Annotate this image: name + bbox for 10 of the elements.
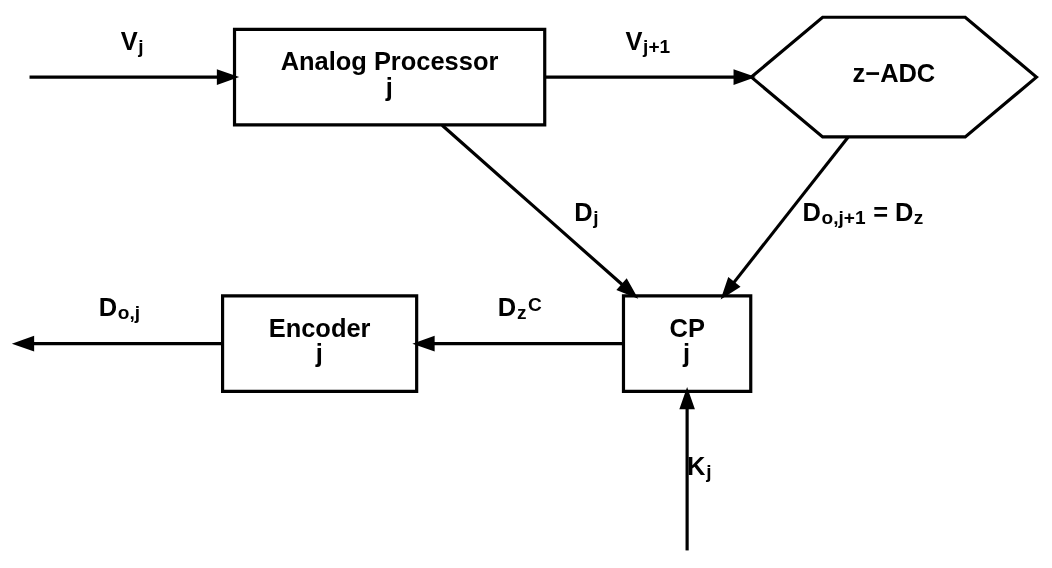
arrow [545, 68, 756, 85]
arrow [720, 135, 850, 299]
arrow [29, 68, 240, 85]
arrow [679, 386, 695, 550]
node-box: Encoder j [221, 293, 419, 393]
arrow [11, 335, 223, 351]
arrow [412, 335, 624, 351]
node-box: CP j [621, 293, 753, 393]
arrow [441, 123, 639, 299]
node-box: Analog Processor j [232, 27, 547, 126]
